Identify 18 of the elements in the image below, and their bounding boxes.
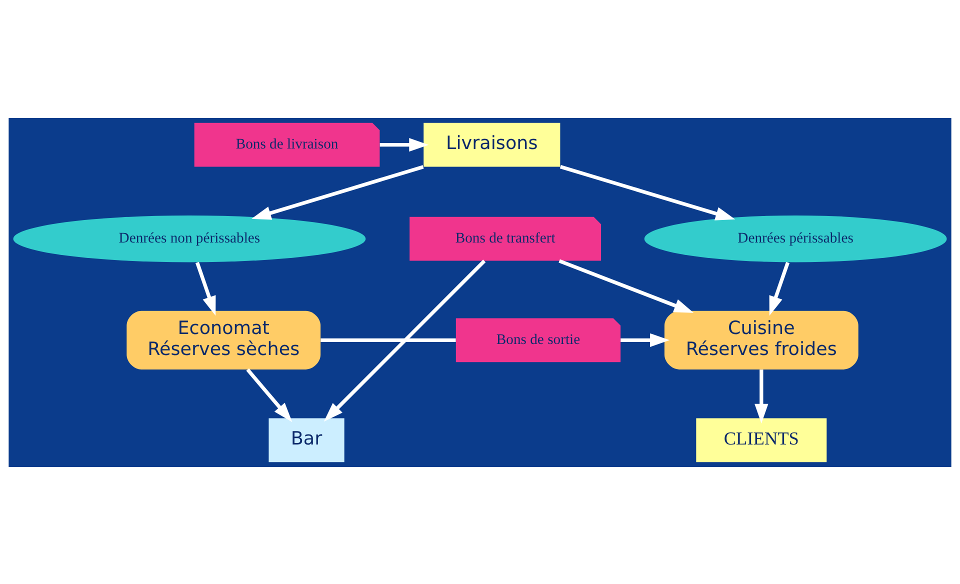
arrow <box>246 368 292 422</box>
node-ellipse: Denrées non périssables <box>13 214 366 262</box>
node-box: Bar <box>268 418 344 462</box>
node-box: CLIENTS <box>696 418 827 462</box>
arrow <box>380 137 429 152</box>
node-box: Cuisine Réserves froides <box>664 310 858 369</box>
arrow <box>620 332 670 347</box>
arrow <box>195 261 216 316</box>
connector <box>320 338 456 342</box>
node-box: Economat Réserves sèches <box>126 310 321 369</box>
arrow <box>769 261 790 316</box>
arrow <box>754 369 768 423</box>
arrow <box>324 259 486 422</box>
node-ellipse: Denrées périssables <box>644 214 947 262</box>
arrow <box>558 258 694 312</box>
node-box: Livraisons <box>424 122 560 166</box>
arrow <box>251 164 424 220</box>
arrow <box>560 164 736 220</box>
